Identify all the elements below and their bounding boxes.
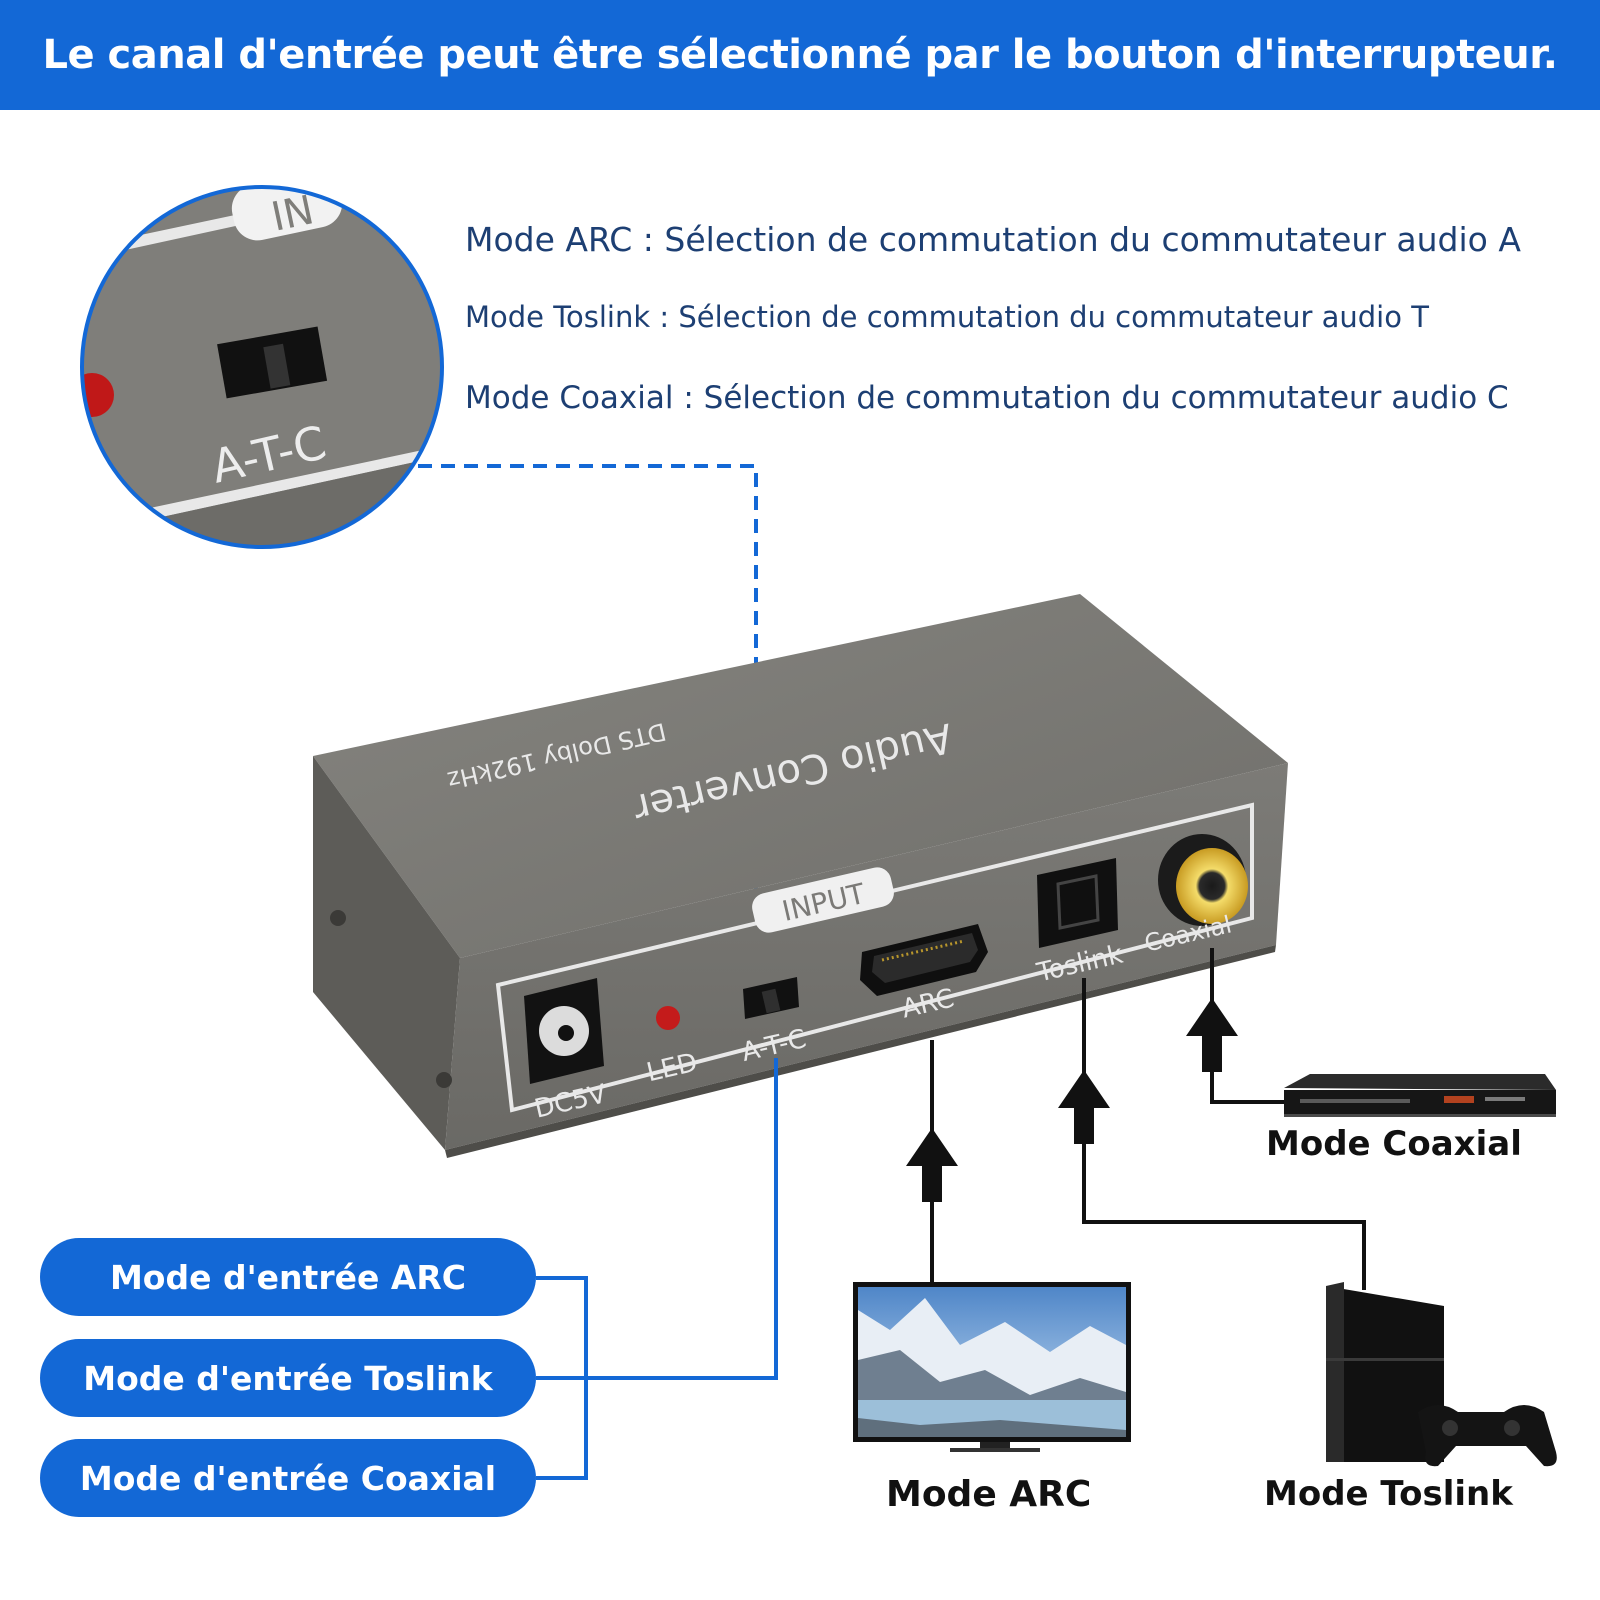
audio-converter-device: Audio Converter DTS Dolby 192kHz INPUT D…: [313, 594, 1288, 1158]
mode-bracket: [536, 1058, 778, 1480]
coaxial-port-icon: [1176, 848, 1248, 924]
mode-toslink-description: Mode Toslink : Sélection de commutation …: [465, 300, 1429, 334]
banner-title: Le canal d'entrée peut être sélectionné …: [42, 32, 1558, 78]
zoom-inset: IN A-T-C: [80, 185, 444, 549]
input-mode-coaxial-pill: Mode d'entrée Coaxial: [40, 1439, 536, 1517]
blu-ray-player-icon: [1284, 1074, 1556, 1117]
up-arrow-icon: [906, 1128, 958, 1202]
source-toslink-label: Mode Toslink: [1264, 1474, 1513, 1514]
screw-icon: [330, 910, 346, 926]
input-mode-arc-pill: Mode d'entrée ARC: [40, 1238, 536, 1316]
source-arc-label: Mode ARC: [886, 1474, 1092, 1515]
device-left-side: [313, 756, 460, 1150]
header-banner: Le canal d'entrée peut être sélectionné …: [0, 0, 1600, 110]
source-coaxial-label: Mode Coaxial: [1266, 1124, 1522, 1164]
screw-icon: [436, 1072, 452, 1088]
led-icon: [656, 1006, 680, 1030]
device-top: [313, 594, 1288, 958]
controller-icon: [1418, 1405, 1557, 1467]
input-mode-toslink-pill: Mode d'entrée Toslink: [40, 1339, 536, 1417]
up-arrow-icon: [1186, 998, 1238, 1072]
toslink-port-icon: [1037, 858, 1118, 948]
mode-coaxial-description: Mode Coaxial : Sélection de commutation …: [465, 380, 1509, 416]
tv-icon: [853, 1282, 1131, 1452]
game-console-icon: [1326, 1282, 1557, 1467]
mode-arc-description: Mode ARC : Sélection de commutation du c…: [465, 220, 1521, 259]
up-arrow-icon: [1058, 1070, 1110, 1144]
inset-led-icon: [82, 373, 114, 417]
inset-input-fragment: IN: [267, 187, 317, 241]
